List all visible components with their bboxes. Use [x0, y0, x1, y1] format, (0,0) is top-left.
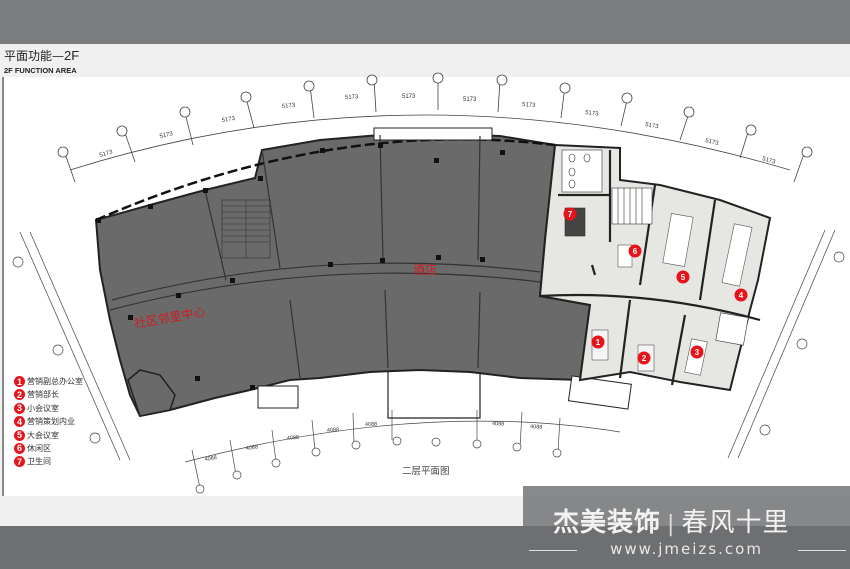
legend-number-badge: 7 — [14, 456, 25, 468]
svg-text:4088: 4088 — [492, 421, 504, 427]
watermark-separator: | — [667, 512, 676, 537]
svg-text:5173: 5173 — [402, 94, 416, 100]
watermark-rule-right — [798, 550, 846, 551]
marker-2: 2 — [637, 351, 651, 365]
bottom-grid-bubbles — [195, 436, 562, 494]
legend-number-badge: 4 — [14, 416, 25, 428]
legend-label: 休闲区 — [27, 443, 51, 453]
zone-label-hotel: 酒店 — [413, 263, 437, 277]
svg-text:5173: 5173 — [761, 156, 776, 166]
right-dimension-line — [727, 229, 845, 459]
bottom-left-balcony — [257, 385, 299, 409]
svg-text:1: 1 — [596, 338, 601, 347]
watermark-rule-left — [529, 550, 577, 551]
svg-text:4088: 4088 — [245, 444, 258, 452]
svg-text:4088: 4088 — [204, 455, 217, 463]
legend-number-badge: 1 — [14, 376, 25, 387]
svg-text:5173: 5173 — [221, 116, 236, 124]
watermark-brand-light: 春风十里 — [681, 508, 790, 538]
plan-caption: 二层平面图 — [402, 466, 450, 477]
svg-text:4088: 4088 — [530, 424, 543, 431]
svg-text:5173: 5173 — [522, 102, 536, 109]
bottom-entrance — [387, 372, 481, 419]
svg-text:5173: 5173 — [585, 110, 600, 118]
marker-6: 6 — [628, 244, 642, 258]
office-zone — [538, 143, 772, 392]
legend-number-badge: 2 — [14, 389, 25, 401]
page-title-cn: 平面功能— — [4, 49, 65, 63]
svg-text:5173: 5173 — [645, 122, 660, 130]
svg-text:5173: 5173 — [159, 131, 174, 140]
svg-text:4088: 4088 — [287, 435, 300, 442]
watermark: 杰美装饰|春风十里 www.jmeizs.com — [523, 486, 850, 569]
left-bay — [127, 369, 176, 417]
page-title-floor: 2F — [64, 48, 80, 63]
page-title: 平面功能—2F — [4, 47, 79, 64]
legend-number-badge: 6 — [14, 442, 25, 454]
svg-text:7: 7 — [568, 210, 573, 219]
top-dimension-labels: 5173 5173 5173 5173 5173 5173 5173 5173 … — [99, 94, 777, 166]
marker-4: 4 — [734, 288, 748, 302]
legend-number-badge: 3 — [14, 402, 25, 414]
legend-number-badge: 5 — [14, 429, 25, 441]
marker-1: 1 — [591, 335, 605, 349]
svg-text:5173: 5173 — [463, 97, 477, 103]
left-dimension-line — [12, 231, 131, 461]
bottom-dimension-labels: 4088 4088 4088 4088 4088 4088 4088 — [204, 421, 542, 463]
svg-text:4088: 4088 — [365, 422, 377, 428]
marker-5: 5 — [676, 270, 690, 284]
svg-text:4088: 4088 — [327, 427, 340, 434]
marker-3: 3 — [690, 345, 704, 359]
svg-text:2: 2 — [642, 354, 647, 363]
top-balcony — [373, 127, 493, 141]
top-band — [0, 0, 850, 44]
watermark-brand-bold: 杰美装饰 — [553, 508, 662, 538]
legend-label: 小会议室 — [27, 403, 59, 413]
stair-left — [221, 199, 271, 259]
svg-text:5173: 5173 — [705, 138, 720, 147]
building-outline-top — [95, 138, 556, 222]
watermark-brand: 杰美装饰|春风十里 — [553, 502, 789, 539]
bottom-dimension-line — [184, 410, 621, 489]
watermark-url: www.jmeizs.com — [610, 540, 763, 558]
legend-label: 卫生间 — [27, 457, 51, 467]
office-walls — [539, 150, 761, 386]
svg-text:3: 3 — [695, 348, 700, 357]
svg-text:6: 6 — [633, 247, 638, 256]
interior-walls — [109, 134, 541, 379]
svg-text:5173: 5173 — [99, 149, 114, 159]
legend-label: 营销部长 — [27, 390, 59, 400]
svg-text:5173: 5173 — [345, 94, 359, 101]
bottom-right-balcony — [567, 375, 632, 410]
legend-label: 大会议室 — [27, 430, 59, 440]
page-subtitle: 2F FUNCTION AREA — [4, 66, 77, 75]
columns — [96, 143, 505, 390]
top-grid-bubbles — [57, 72, 813, 158]
toilet-fixtures — [561, 149, 603, 237]
office-stair — [611, 187, 749, 346]
svg-text:5173: 5173 — [282, 103, 297, 110]
marker-7: 7 — [563, 207, 577, 221]
legend-label: 营销副总办公室 — [27, 377, 83, 386]
svg-text:5: 5 — [681, 273, 686, 282]
legend-label: 营销策划内业 — [27, 417, 75, 427]
svg-text:4: 4 — [739, 291, 744, 300]
building-dark-zone — [94, 132, 592, 418]
